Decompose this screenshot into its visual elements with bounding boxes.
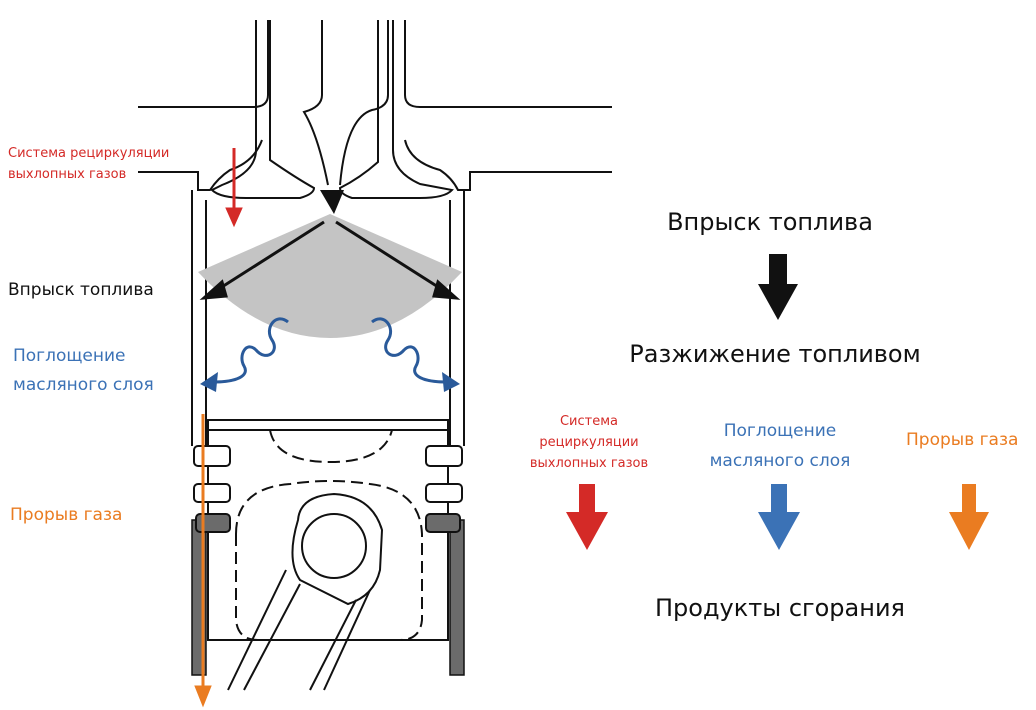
flow-arrow-injection-ignition [758, 254, 798, 320]
flow-step-injection: Впрыск топлива [667, 208, 873, 236]
label-injection-left: Впрыск топлива [8, 280, 154, 300]
connecting-rod [227, 492, 384, 691]
exhaust-valve [338, 20, 454, 199]
fuel-spray-cone [198, 214, 462, 338]
flow-step-products: Продукты сгорания [655, 594, 905, 622]
piston-rings-left [193, 445, 231, 533]
oil-absorption-arrows [213, 317, 447, 384]
label-blowby-left: Прорыв газа [10, 505, 123, 525]
piston-rings-right [425, 445, 463, 533]
flow-step-blowby: Прорыв газа [906, 430, 1019, 450]
fuel-injector-icon [320, 190, 344, 214]
flow-step-egr: Система рециркуляции выхлопных газов [529, 414, 649, 471]
flow-arrow-egr [566, 484, 608, 550]
oil-arrowhead-left [200, 372, 218, 392]
blowby-arrow [194, 414, 212, 708]
cylinder-wall [191, 190, 465, 446]
flow-step-ignition: Разжижение топливом [629, 340, 921, 368]
intake-valve [210, 20, 316, 199]
label-egr-left: Система рециркуляции выхлопных газов [8, 146, 170, 182]
label-oil-left: Поглощение масляного слоя [13, 346, 154, 395]
flow-arrow-blowby [949, 484, 989, 550]
piston [207, 419, 449, 641]
cylinder-liner-right [449, 519, 465, 676]
spray-arrows [199, 220, 461, 300]
flow-arrow-oil [758, 484, 800, 550]
oil-arrowhead-right [442, 372, 460, 392]
cylinder-head [138, 20, 612, 191]
egr-arrow [225, 148, 243, 228]
flow-step-oil: Поглощение масляного слоя [709, 421, 851, 471]
